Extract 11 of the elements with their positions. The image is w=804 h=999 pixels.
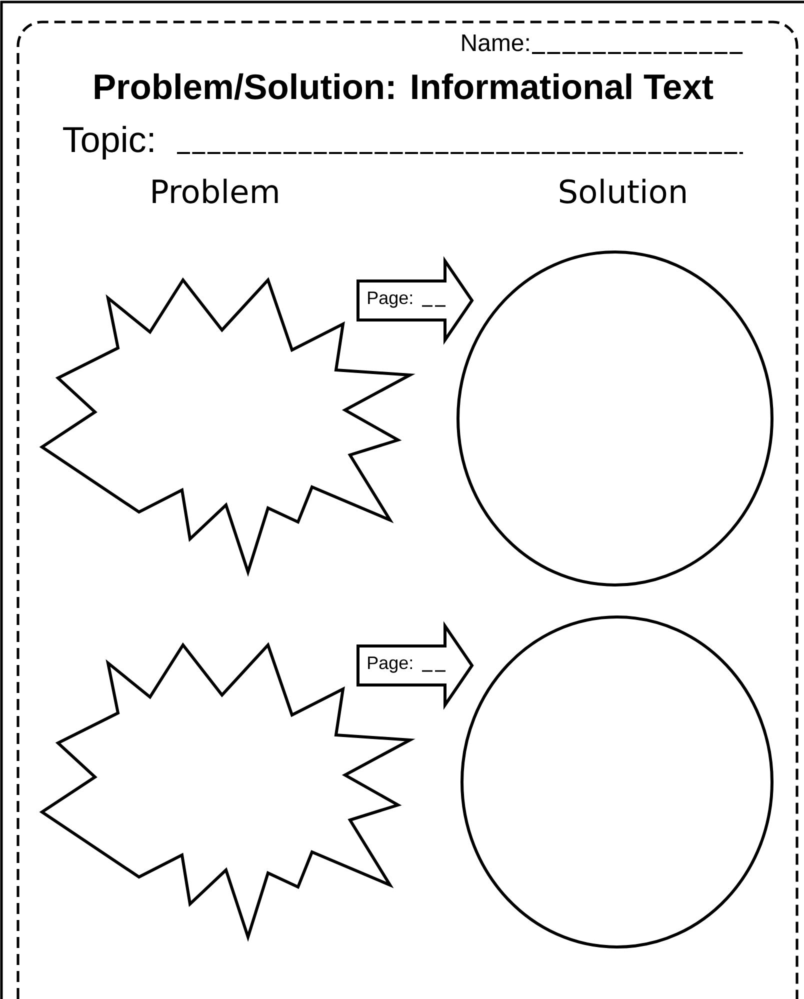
starburst (39, 277, 416, 577)
title: Problem/Solution: Informational Text (94, 73, 714, 100)
circle (460, 616, 774, 948)
column-heading: Solution (560, 178, 686, 204)
circle (456, 250, 774, 587)
starburst (39, 642, 416, 942)
field-label: Name: (462, 34, 529, 52)
edge-label: Page: (365, 290, 415, 310)
column-heading: Problem (152, 178, 278, 204)
edge-label: Page: (365, 655, 415, 674)
field-label: Topic: (63, 126, 154, 160)
